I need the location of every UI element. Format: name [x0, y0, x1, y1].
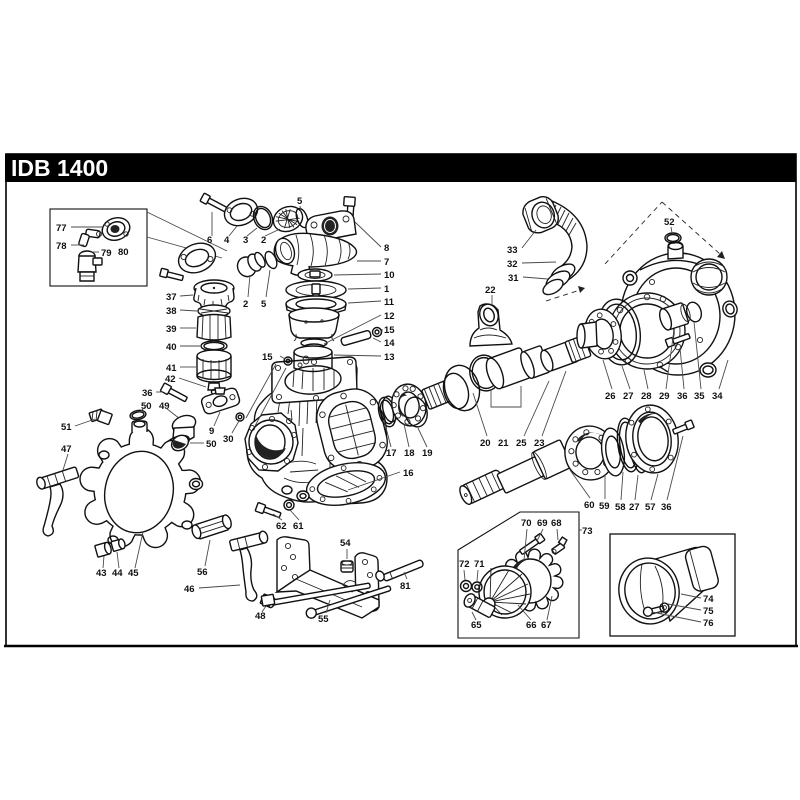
svg-text:8: 8 — [384, 243, 389, 254]
svg-text:19: 19 — [422, 448, 433, 459]
svg-text:4: 4 — [224, 235, 230, 246]
svg-text:65: 65 — [471, 620, 482, 631]
svg-text:21: 21 — [498, 438, 509, 449]
svg-text:36: 36 — [142, 388, 153, 399]
svg-text:36: 36 — [677, 391, 688, 402]
svg-text:1: 1 — [384, 284, 390, 295]
svg-text:2: 2 — [243, 299, 248, 310]
svg-text:27: 27 — [629, 502, 640, 513]
svg-text:45: 45 — [128, 568, 139, 579]
svg-text:58: 58 — [615, 502, 626, 513]
svg-text:28: 28 — [641, 391, 652, 402]
svg-text:60: 60 — [584, 500, 595, 511]
svg-text:31: 31 — [508, 273, 519, 284]
svg-text:34: 34 — [712, 391, 723, 402]
svg-text:76: 76 — [703, 618, 714, 629]
svg-text:80: 80 — [118, 247, 129, 258]
svg-text:62: 62 — [276, 521, 287, 532]
svg-text:39: 39 — [166, 324, 177, 335]
svg-text:66: 66 — [526, 620, 537, 631]
svg-text:59: 59 — [599, 501, 610, 512]
svg-text:IDB 1400: IDB 1400 — [11, 155, 108, 181]
svg-text:73: 73 — [582, 526, 593, 537]
svg-text:38: 38 — [166, 306, 177, 317]
svg-text:47: 47 — [61, 444, 72, 455]
svg-text:41: 41 — [166, 363, 177, 374]
svg-text:30: 30 — [223, 434, 234, 445]
svg-text:56: 56 — [197, 567, 208, 578]
svg-text:3: 3 — [243, 235, 248, 246]
svg-text:15: 15 — [262, 352, 273, 363]
svg-text:50: 50 — [206, 439, 217, 450]
svg-text:25: 25 — [516, 438, 527, 449]
svg-text:78: 78 — [56, 241, 67, 252]
svg-text:75: 75 — [703, 606, 714, 617]
svg-text:18: 18 — [404, 448, 415, 459]
svg-text:42: 42 — [165, 374, 176, 385]
svg-text:44: 44 — [112, 568, 123, 579]
svg-text:11: 11 — [384, 297, 395, 308]
svg-text:9: 9 — [209, 426, 214, 437]
svg-text:81: 81 — [400, 581, 411, 592]
svg-text:40: 40 — [166, 342, 177, 353]
svg-text:48: 48 — [255, 611, 266, 622]
svg-text:51: 51 — [61, 422, 72, 433]
svg-text:49: 49 — [159, 401, 170, 412]
svg-text:55: 55 — [318, 614, 329, 625]
svg-text:16: 16 — [403, 468, 414, 479]
svg-text:14: 14 — [384, 338, 395, 349]
svg-text:46: 46 — [184, 584, 195, 595]
svg-text:7: 7 — [384, 257, 389, 268]
svg-text:74: 74 — [703, 594, 714, 605]
svg-text:61: 61 — [293, 521, 304, 532]
svg-text:52: 52 — [664, 217, 675, 228]
svg-text:50: 50 — [141, 401, 152, 412]
svg-text:22: 22 — [485, 285, 496, 296]
svg-text:54: 54 — [340, 538, 351, 549]
svg-text:27: 27 — [623, 391, 634, 402]
svg-text:37: 37 — [166, 292, 177, 303]
svg-text:2: 2 — [261, 235, 266, 246]
svg-text:79: 79 — [101, 248, 112, 259]
svg-text:71: 71 — [474, 559, 485, 570]
svg-text:26: 26 — [605, 391, 616, 402]
svg-text:5: 5 — [261, 299, 267, 310]
svg-text:33: 33 — [507, 245, 518, 256]
svg-text:15: 15 — [384, 325, 395, 336]
svg-text:35: 35 — [694, 391, 705, 402]
svg-text:77: 77 — [56, 223, 67, 234]
svg-text:43: 43 — [96, 568, 107, 579]
svg-text:5: 5 — [297, 196, 303, 207]
svg-text:72: 72 — [459, 559, 470, 570]
svg-text:32: 32 — [507, 259, 518, 270]
svg-text:17: 17 — [386, 448, 397, 459]
svg-text:57: 57 — [645, 502, 656, 513]
svg-text:20: 20 — [480, 438, 491, 449]
svg-text:67: 67 — [541, 620, 552, 631]
svg-text:70: 70 — [521, 518, 532, 529]
svg-text:69: 69 — [537, 518, 548, 529]
svg-text:6: 6 — [207, 235, 212, 246]
svg-text:13: 13 — [384, 352, 395, 363]
svg-text:29: 29 — [659, 391, 670, 402]
svg-text:68: 68 — [551, 518, 562, 529]
svg-text:23: 23 — [534, 438, 545, 449]
svg-text:12: 12 — [384, 311, 395, 322]
svg-text:36: 36 — [661, 502, 672, 513]
svg-text:10: 10 — [384, 270, 395, 281]
